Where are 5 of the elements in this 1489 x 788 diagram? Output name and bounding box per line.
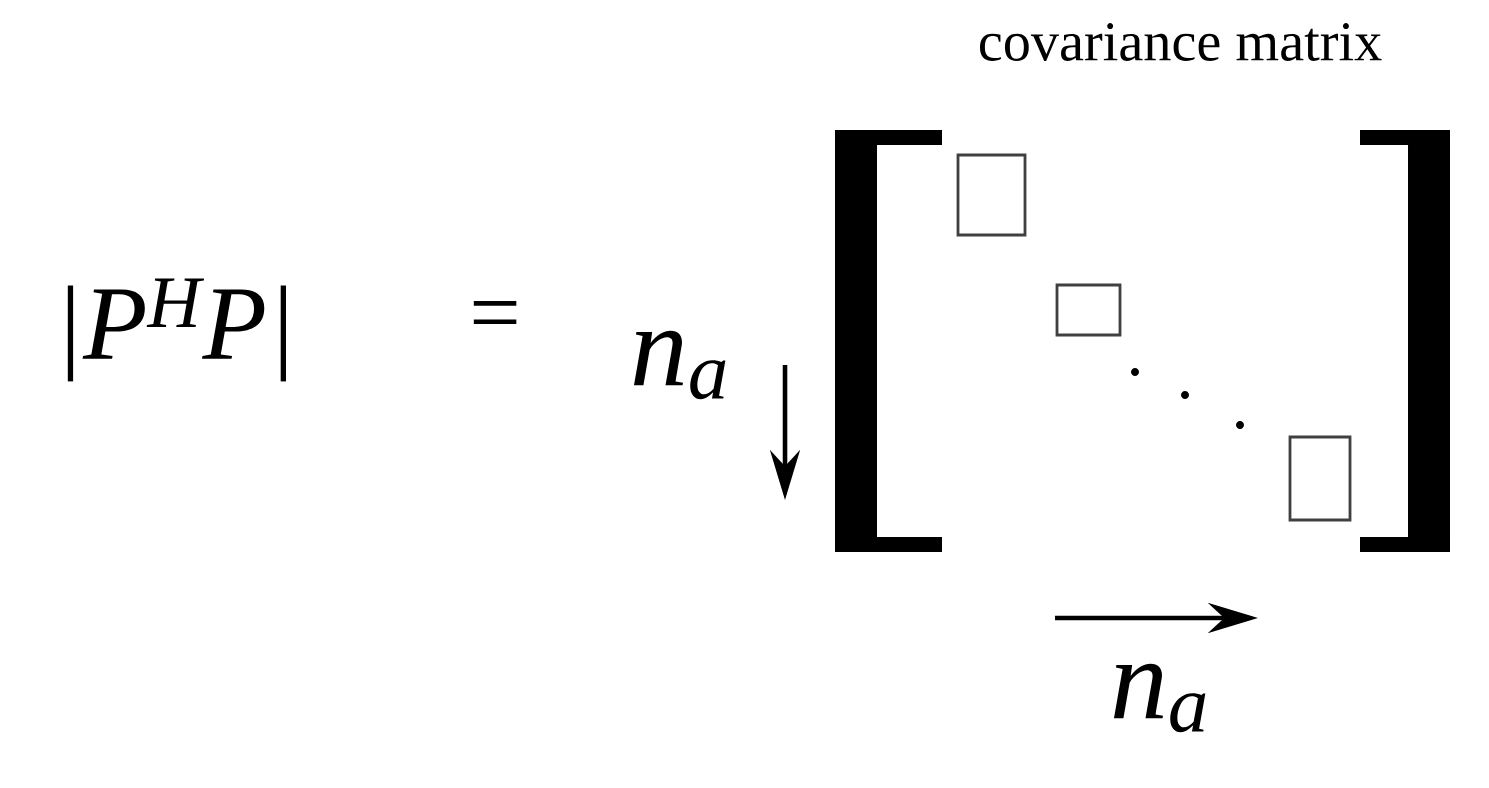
heading: covariance matrix [980,23,1382,61]
equals-sign: = [473,301,517,324]
formula-text: |P$^{H}$P| [67,278,286,382]
dimension-label: n$_{a}$ [633,330,726,400]
dimension-label: n$_{a}$ [1113,663,1206,733]
